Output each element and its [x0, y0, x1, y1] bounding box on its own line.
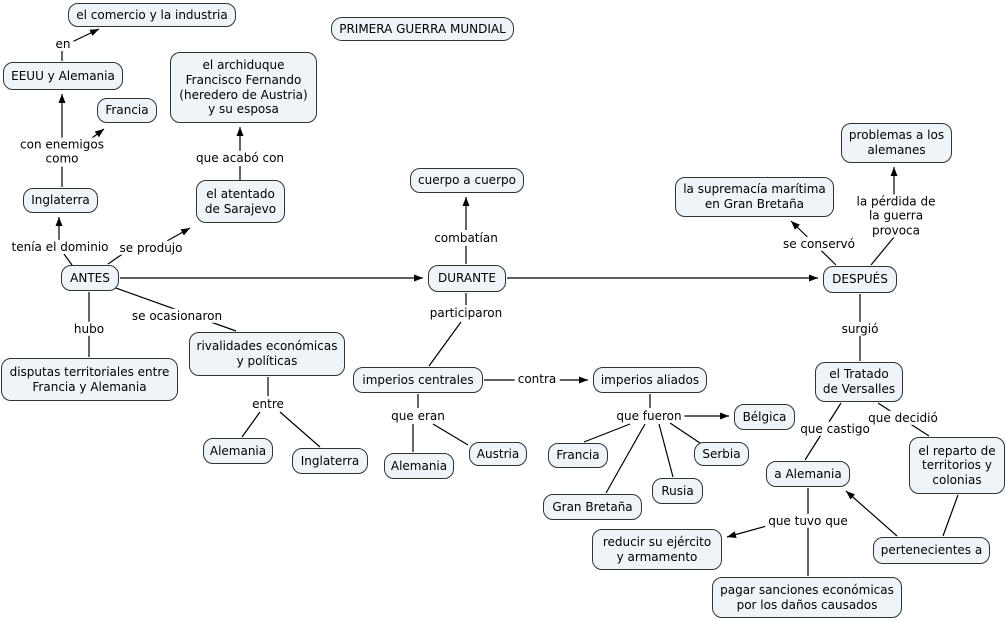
node-rusia[interactable]: Rusia [652, 478, 703, 504]
edge-quefueron-serbia [669, 422, 701, 444]
node-a-alemania[interactable]: a Alemania [766, 461, 850, 487]
node-imperios-centrales[interactable]: imperios centrales [353, 367, 483, 393]
edge-queeran-austria [432, 423, 469, 446]
node-archiduque[interactable]: el archiduque Francisco Fernando (herede… [170, 52, 317, 123]
node-pagar-sanciones[interactable]: pagar sanciones económicas por los daños… [712, 577, 902, 618]
node-disputas-territoriales[interactable]: disputas territoriales entre Francia y A… [1, 358, 178, 401]
edge-entre-alemania [241, 411, 261, 438]
edge-antes-tenia [63, 253, 73, 266]
node-inglaterra-inferior[interactable]: Inglaterra [292, 448, 368, 474]
edge-quetuvo-reducir [726, 524, 771, 538]
edge-pertenecientes-aalemania [845, 490, 898, 537]
edge-seprodujo-atentado [166, 227, 191, 242]
node-comercio-industria[interactable]: el comercio y la industria [68, 3, 236, 27]
node-austria[interactable]: Austria [469, 442, 527, 466]
link-label-que-tuvo-que[interactable]: que tuvo que [765, 513, 851, 529]
link-label-combatian[interactable]: combatían [431, 230, 501, 246]
node-antes[interactable]: ANTES [61, 265, 119, 291]
node-francia-inferior[interactable]: Francia [548, 443, 608, 468]
link-label-surgio[interactable]: surgió [838, 321, 882, 337]
edge-participaron-impcentrales [428, 321, 462, 367]
node-belgica[interactable]: Bélgica [734, 404, 795, 430]
node-pertenecientes-a[interactable]: pertenecientes a [873, 537, 990, 564]
edge-en-comercio [71, 28, 100, 43]
link-label-que-acabo-con[interactable]: que acabó con [192, 150, 288, 166]
link-label-se-produjo[interactable]: se produjo [116, 240, 186, 256]
node-francia-superior[interactable]: Francia [97, 98, 157, 123]
node-cuerpo-a-cuerpo[interactable]: cuerpo a cuerpo [410, 168, 524, 193]
link-label-que-decidio[interactable]: que decidió [865, 410, 941, 426]
link-label-que-eran[interactable]: que eran [388, 408, 448, 424]
node-eeuu-alemania[interactable]: EEUU y Alemania [3, 62, 123, 90]
node-atentado-sarajevo[interactable]: el atentado de Sarajevo [196, 180, 285, 223]
link-label-la-perdida[interactable]: la pérdida de la guerra provoca [841, 194, 951, 238]
edge-quefueron-francia [583, 423, 631, 443]
node-reducir-ejercito[interactable]: reducir su ejército y armamento [592, 529, 722, 570]
link-label-se-ocasionaron[interactable]: se ocasionaron [128, 308, 226, 324]
link-label-que-castigo[interactable]: que castigó [797, 421, 873, 437]
edge-entre-inglaterra [279, 411, 321, 448]
node-gran-bretana[interactable]: Gran Bretaña [543, 494, 642, 520]
node-supremacia-maritima[interactable]: la supremacía marítima en Gran Bretaña [675, 177, 834, 217]
node-reparto-territorios[interactable]: el reparto de territorios y colonias [909, 437, 1005, 494]
node-tratado-versalles[interactable]: el Tratado de Versalles [815, 362, 903, 402]
node-despues[interactable]: DESPUÉS [823, 266, 897, 293]
edge-quefueron-rusia [658, 423, 674, 478]
link-label-se-conservo[interactable]: se conservó [779, 236, 859, 252]
node-alemania-izquierda[interactable]: Alemania [203, 438, 273, 464]
link-label-hubo[interactable]: hubo [70, 321, 108, 337]
node-inglaterra-superior[interactable]: Inglaterra [23, 188, 98, 213]
node-rivalidades[interactable]: rivalidades económicas y políticas [189, 332, 345, 376]
node-alemania-centro[interactable]: Alemania [384, 453, 454, 479]
edge-reparto-pertenecientes [942, 494, 959, 537]
node-serbia[interactable]: Serbia [694, 442, 749, 466]
link-label-con-enemigos-como[interactable]: con enemigos como [17, 137, 107, 167]
link-label-que-fueron[interactable]: que fueron [613, 408, 685, 424]
link-label-participaron[interactable]: participaron [426, 305, 506, 321]
node-durante[interactable]: DURANTE [428, 265, 506, 292]
link-label-tenia-el-dominio[interactable]: tenía el dominio [8, 239, 112, 255]
link-label-en[interactable]: en [52, 36, 74, 52]
node-titulo[interactable]: PRIMERA GUERRA MUNDIAL [331, 17, 514, 41]
node-imperios-aliados[interactable]: imperios aliados [593, 367, 707, 393]
link-label-entre[interactable]: entre [249, 396, 287, 412]
node-problemas-alemanes[interactable]: problemas a los alemanes [841, 123, 952, 163]
link-label-contra[interactable]: contra [514, 371, 560, 387]
edge-quefueron-granbretana [605, 423, 646, 494]
